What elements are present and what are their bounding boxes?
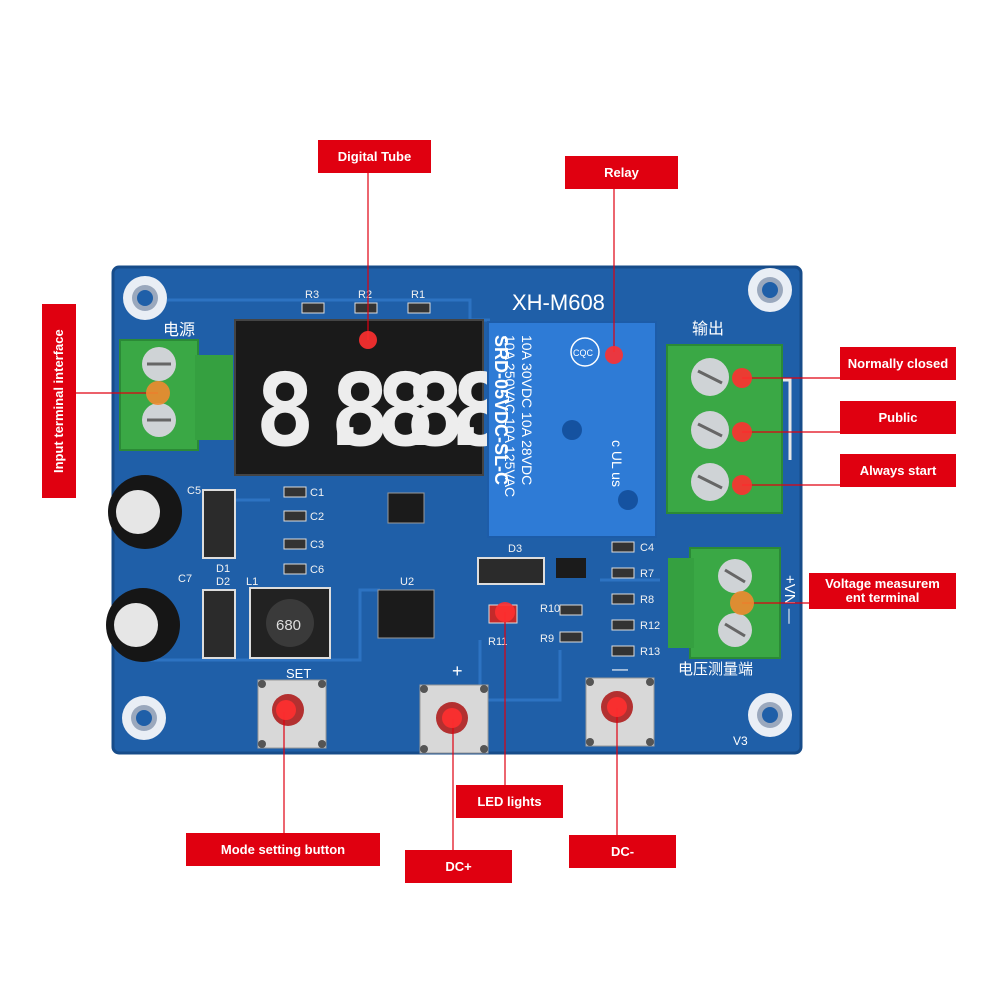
silk-l1: L1	[246, 576, 258, 588]
electrolytic-capacitor	[106, 588, 180, 662]
display-digit-1: 8.8.	[255, 352, 496, 469]
silk-r9: R9	[540, 633, 554, 645]
silk-r11: R11	[488, 636, 507, 648]
silk-r13: R13	[640, 646, 660, 658]
silk-r2: R2	[358, 289, 372, 301]
output-label: 输出	[692, 320, 724, 338]
mounting-hole	[748, 693, 792, 737]
mounting-hole	[122, 696, 166, 740]
mounting-hole	[123, 276, 167, 320]
callout-voltage-terminal: Voltage measurem ent terminal	[809, 573, 956, 609]
callout-dc-minus: DC-	[569, 835, 676, 868]
silk-c2: C2	[310, 511, 324, 523]
inductor-l1: 680	[249, 587, 331, 659]
silk-c5: C5	[187, 485, 201, 497]
relay-line3: SRD-05VDC-SL-C	[491, 335, 511, 485]
callout-digital-tube: Digital Tube	[318, 140, 431, 173]
callout-dc-plus: DC+	[405, 850, 512, 883]
relay-line2: 10A 30VDC 10A 28VDC	[519, 335, 535, 485]
plus-label: +	[452, 661, 463, 681]
callout-input-terminal: Input terminal interface	[42, 304, 76, 498]
set-label: SET	[286, 666, 311, 681]
vn-label: +VN —	[781, 575, 798, 624]
silk-r12: R12	[640, 620, 660, 632]
silk-d1: D1	[216, 563, 230, 575]
callout-public: Public	[840, 401, 956, 434]
svg-text:680: 680	[276, 617, 301, 634]
relay-ul-mark: c UL us	[609, 440, 625, 487]
minus-label: —	[612, 661, 628, 678]
version-label: V3	[733, 734, 748, 748]
silk-c3: C3	[310, 539, 324, 551]
silk-d3: D3	[508, 543, 522, 555]
voltage-cn-label: 电压测量端	[678, 661, 753, 678]
relay-cqc: CQC	[573, 348, 594, 358]
silk-r8: R8	[640, 594, 654, 606]
ic-u2	[377, 589, 435, 639]
callout-normally-closed: Normally closed	[840, 347, 956, 380]
silk-r10: R10	[540, 603, 560, 615]
voltage-terminal-block	[668, 547, 781, 659]
power-label: 电源	[163, 321, 195, 339]
callout-mode-button: Mode setting button	[186, 833, 380, 866]
silk-u2: U2	[400, 576, 414, 588]
relay-line1: 10A 250VAC 10A 125VAC	[502, 335, 518, 497]
callout-markers	[146, 331, 754, 728]
callout-led-lights: LED lights	[456, 785, 563, 818]
silk-c6: C6	[310, 564, 324, 576]
silk-r3: R3	[305, 289, 319, 301]
silk-d2: D2	[216, 576, 230, 588]
output-terminal-block	[666, 344, 783, 514]
electrolytic-capacitor	[108, 475, 182, 549]
relay-component: CQC 10A 250VAC 10A 125VAC 10A 30VDC 10A …	[487, 321, 657, 538]
silk-c1: C1	[310, 487, 324, 499]
callout-relay: Relay	[565, 156, 678, 189]
input-terminal-block	[119, 339, 233, 451]
silk-c4: C4	[640, 542, 654, 554]
mcu-chip	[387, 492, 425, 524]
silk-c7: C7	[178, 573, 192, 585]
mounting-hole	[748, 268, 792, 312]
model-name: XH-M608	[512, 290, 605, 315]
callout-always-start: Always start	[840, 454, 956, 487]
silk-r7: R7	[640, 568, 654, 580]
silk-r1: R1	[411, 289, 425, 301]
